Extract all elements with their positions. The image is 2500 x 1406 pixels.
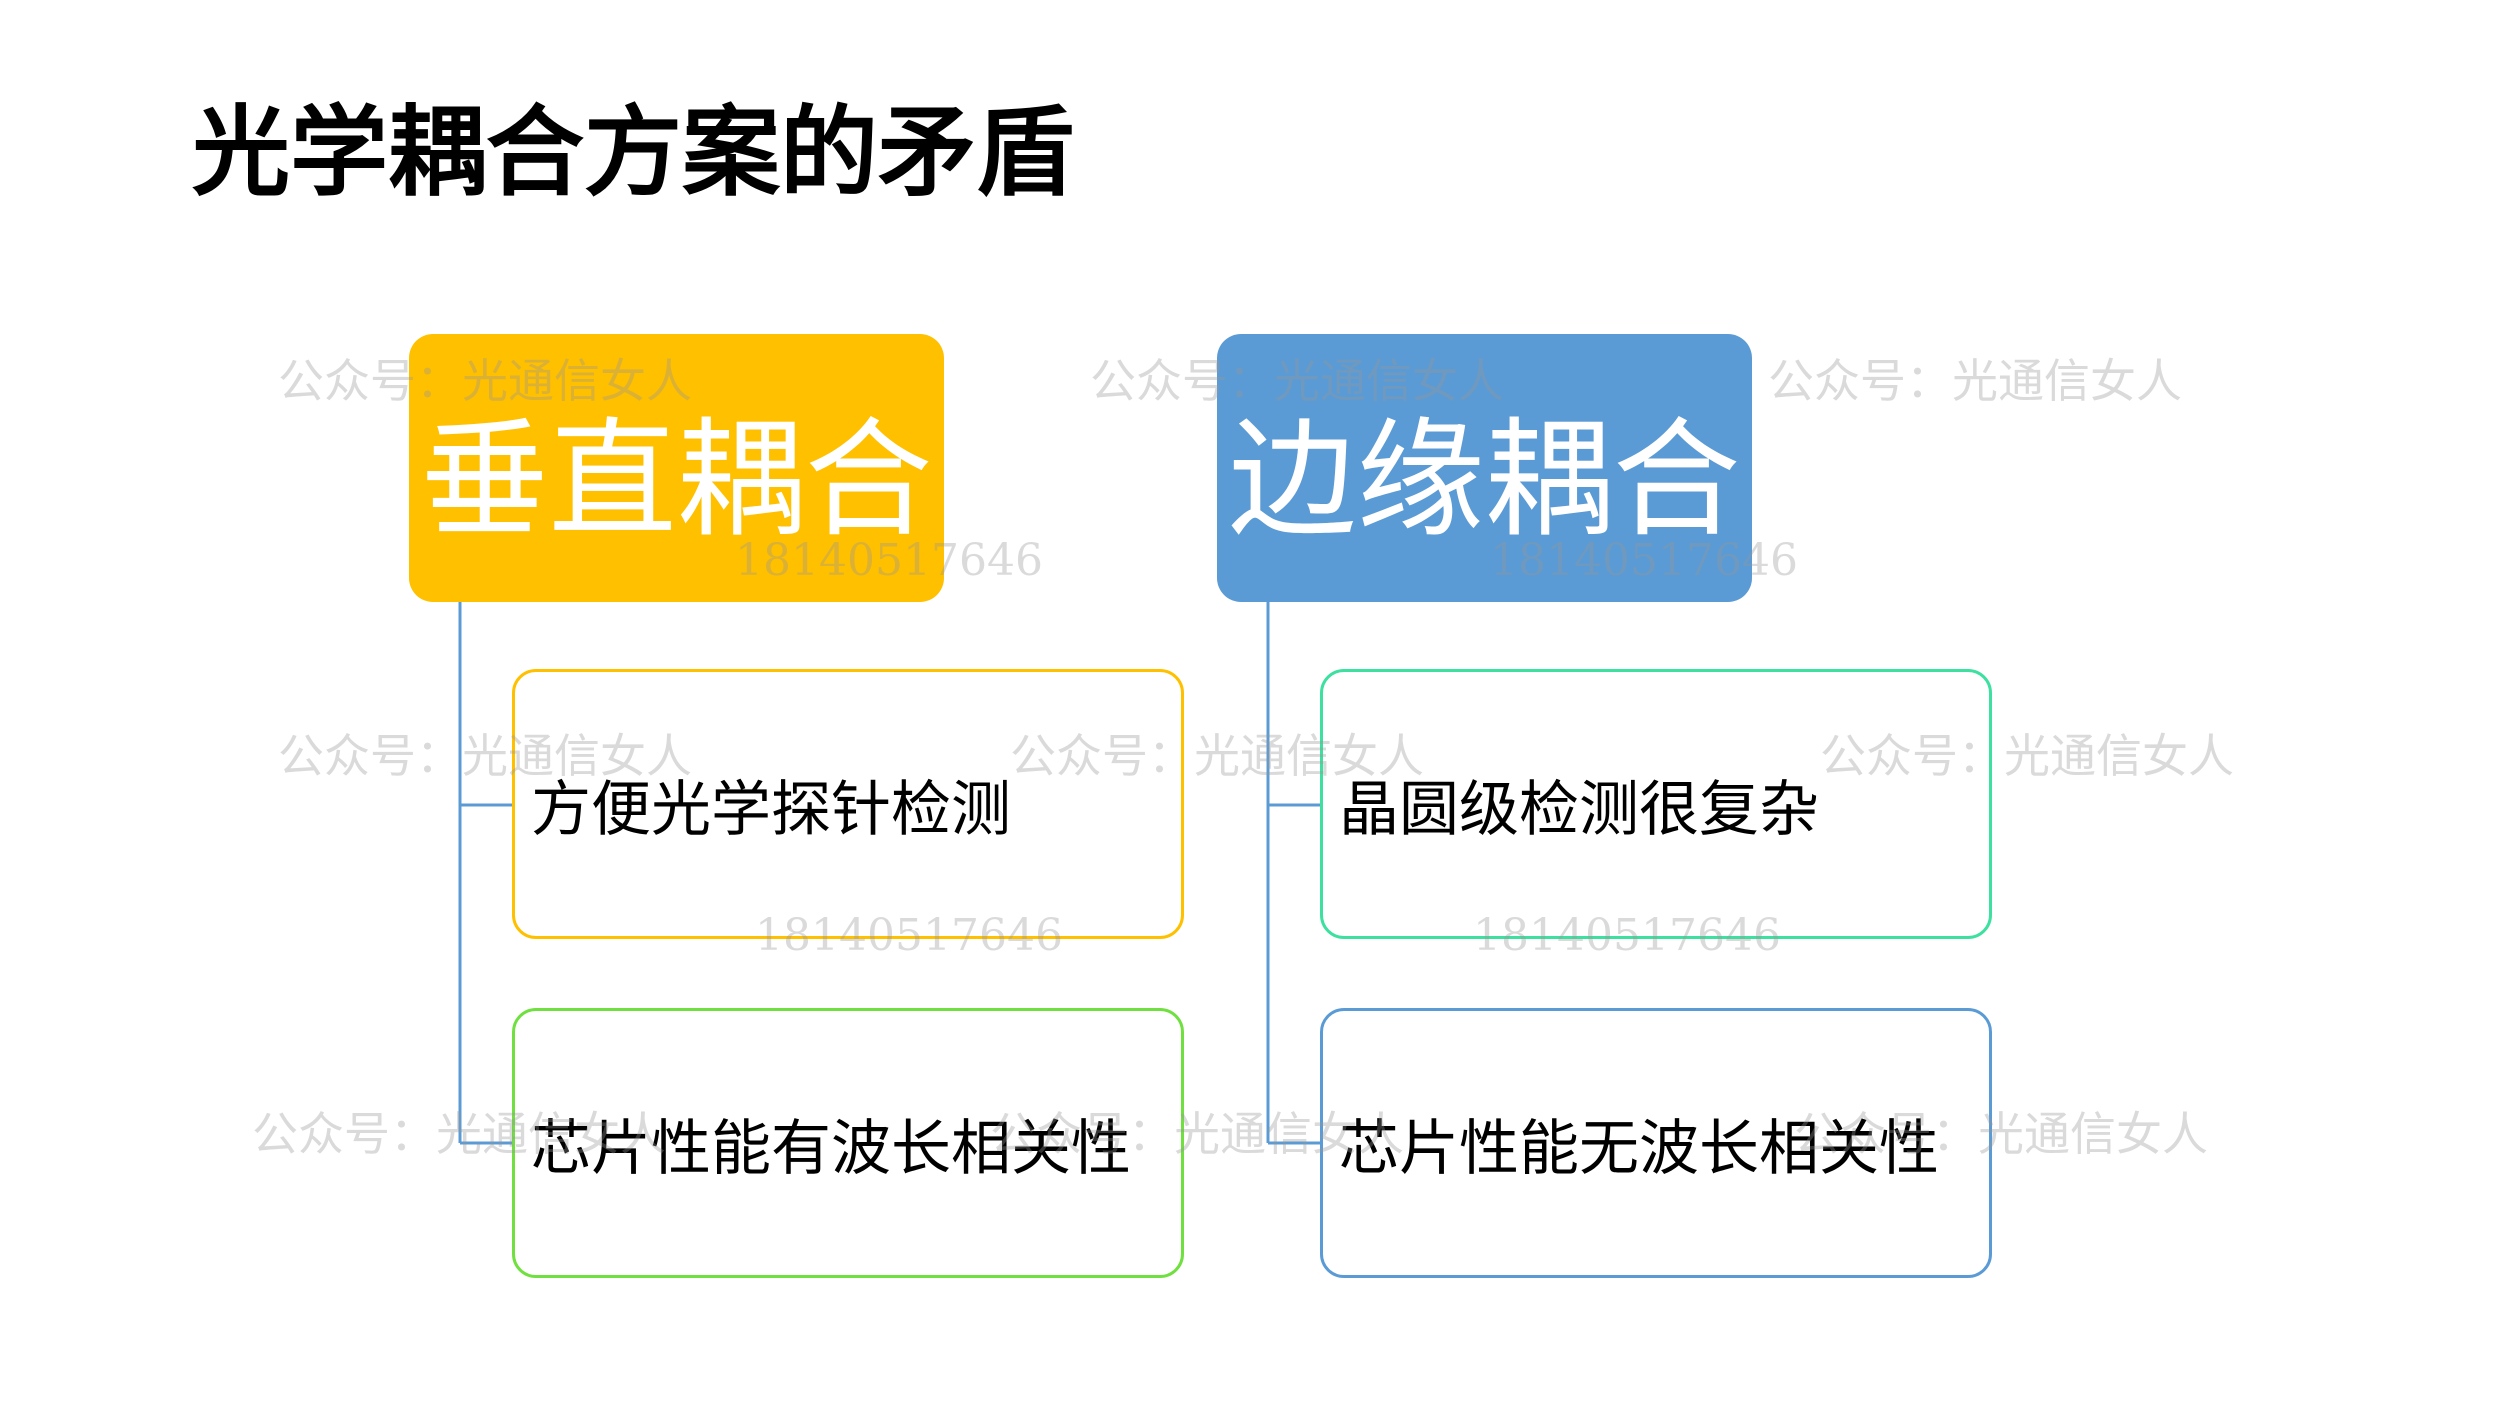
watermark-account: 公众号：光通信女人 <box>1090 354 1504 408</box>
watermark-account: 公众号：光通信女人 <box>278 729 692 783</box>
slide-title: 光学耦合方案的矛盾 <box>192 96 1075 210</box>
watermark-account: 公众号：光通信女人 <box>1794 1107 2208 1161</box>
watermark-phone: 18140517646 <box>755 910 1063 961</box>
vertical-coupling-item-2-label: 芯片性能有波长相关性 <box>531 1113 1131 1184</box>
watermark-account: 公众号：光通信女人 <box>278 354 692 408</box>
vertical-coupling-item-1-label: 方便光学探针检测 <box>531 774 1011 845</box>
watermark-phone: 18140517646 <box>1490 535 1798 586</box>
heading-vertical-coupling-label: 垂直耦合 <box>420 405 933 555</box>
watermark-account: 公众号：光通信女人 <box>1820 729 2234 783</box>
watermark-phone: 18140517646 <box>1473 910 1781 961</box>
watermark-account: 公众号：光通信女人 <box>252 1107 666 1161</box>
watermark-account: 公众号：光通信女人 <box>990 1107 1404 1161</box>
watermark-account: 公众号：光通信女人 <box>1768 354 2182 408</box>
edge-coupling-item-1: 晶圆级检测很复杂 <box>1320 669 1992 939</box>
edge-coupling-item-2-label: 芯片性能无波长相关性 <box>1339 1113 1939 1184</box>
edge-coupling-item-2: 芯片性能无波长相关性 <box>1320 1008 1992 1278</box>
heading-vertical-coupling: 垂直耦合 <box>409 334 944 602</box>
heading-edge-coupling: 边缘耦合 <box>1217 334 1752 602</box>
edge-coupling-item-1-label: 晶圆级检测很复杂 <box>1339 774 1819 845</box>
vertical-coupling-item-1: 方便光学探针检测 <box>512 669 1184 939</box>
watermark-account: 公众号：光通信女人 <box>1010 729 1424 783</box>
vertical-coupling-item-2: 芯片性能有波长相关性 <box>512 1008 1184 1278</box>
heading-edge-coupling-label: 边缘耦合 <box>1228 405 1741 555</box>
watermark-phone: 18140517646 <box>735 535 1043 586</box>
